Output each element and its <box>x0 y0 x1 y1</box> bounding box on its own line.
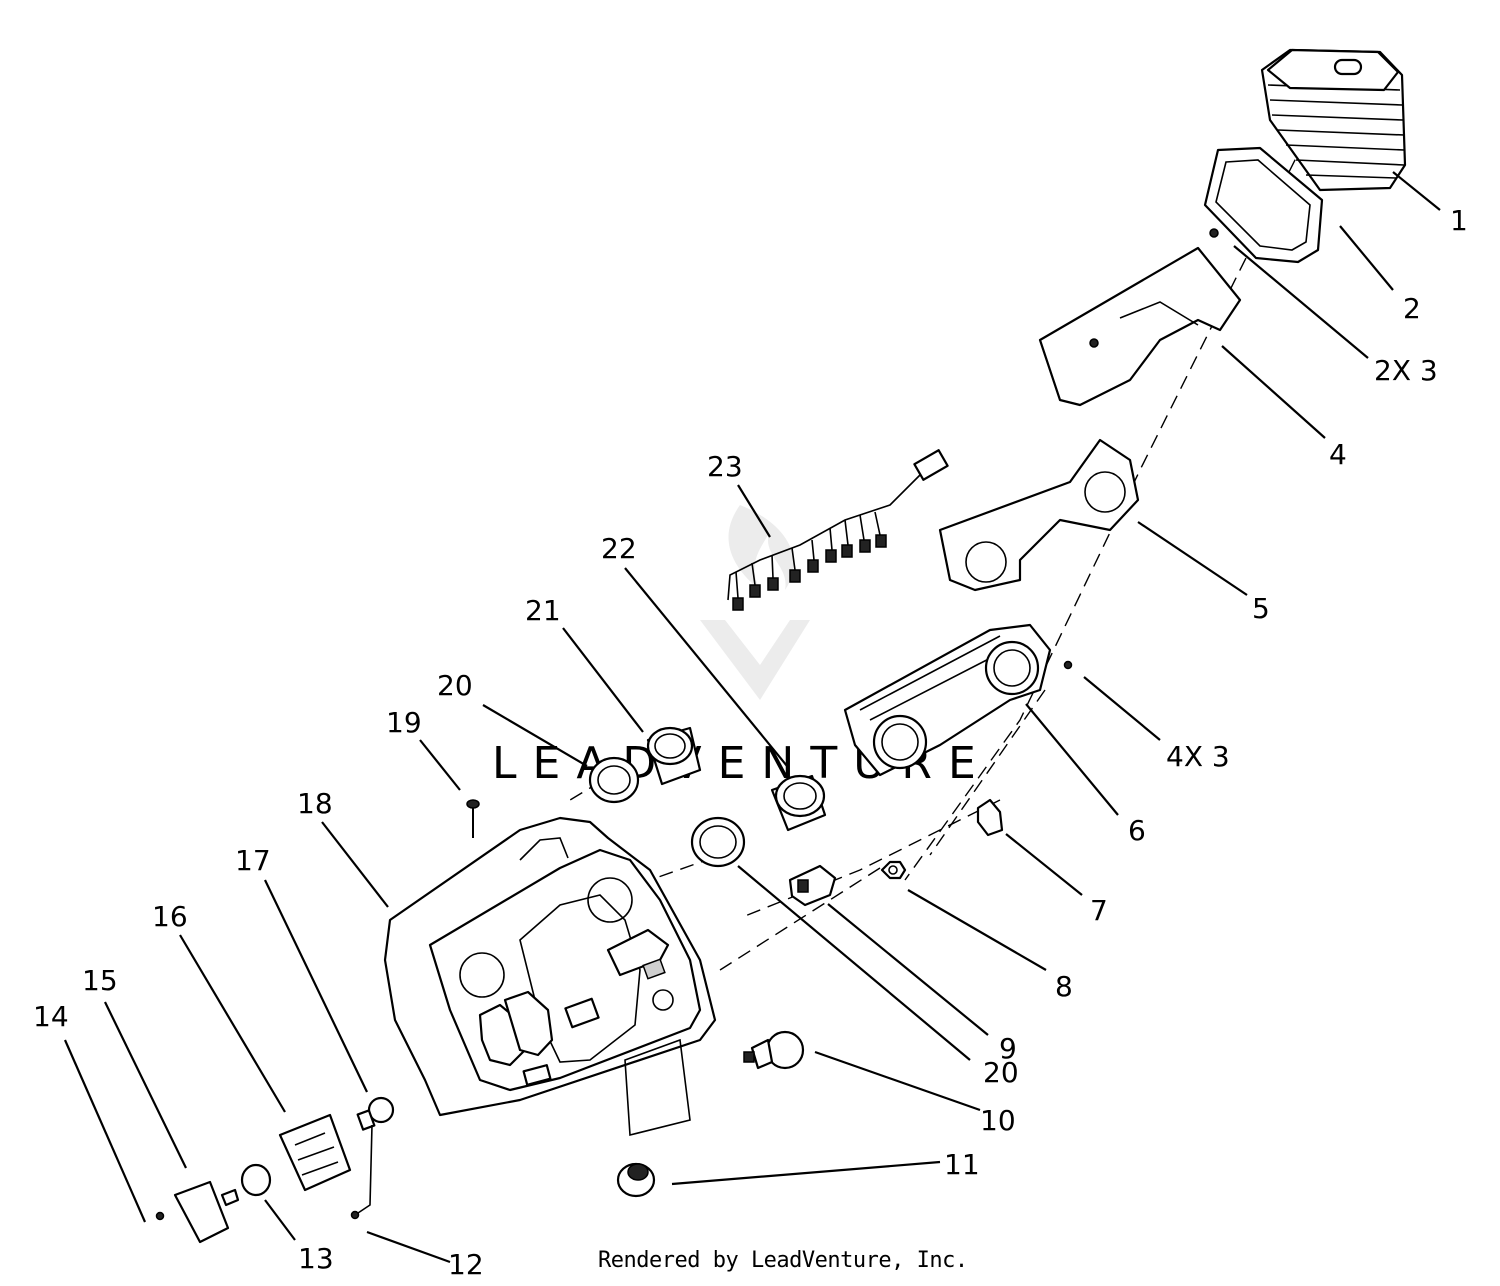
callout-7: 7 <box>1090 894 1108 927</box>
callout-10: 10 <box>980 1104 1016 1137</box>
part-11-socket <box>616 1038 691 1198</box>
callout-12: 12 <box>448 1248 484 1281</box>
part-20-ring-lower <box>690 816 746 868</box>
callout-11: 11 <box>944 1148 980 1181</box>
callout-4: 4 <box>1329 438 1347 471</box>
part-10-lamp <box>743 1030 805 1070</box>
part-17-bulb <box>354 1096 395 1216</box>
callout-18: 18 <box>297 787 333 820</box>
callout-9: 9 <box>999 1032 1017 1065</box>
part-20-ring-upper <box>588 756 640 804</box>
callout-1: 1 <box>1450 204 1468 237</box>
part-22-gauge <box>770 774 827 832</box>
callout-17: 17 <box>235 844 271 877</box>
part-12-screw <box>350 1210 360 1220</box>
callout-20-lower: 20 <box>983 1056 1019 1089</box>
callout-20-upper: 20 <box>437 669 473 702</box>
part-23-wire-harness <box>727 449 949 611</box>
part-2-gasket <box>1203 146 1324 264</box>
part-15-small-bracket <box>173 1180 240 1244</box>
part-1-boot-cover <box>1260 48 1407 192</box>
callout-4x3: 4X 3 <box>1166 740 1230 773</box>
part-9-switch <box>788 864 837 907</box>
part-6-gauge-bracket <box>843 623 1073 777</box>
callout-14: 14 <box>33 1000 69 1033</box>
callout-6: 6 <box>1128 814 1146 847</box>
callout-labels: 1 2 2X 3 4 5 4X 3 6 7 8 9 20 10 11 12 13… <box>33 204 1468 1281</box>
part-14-screw <box>155 1211 165 1221</box>
callout-2: 2 <box>1403 292 1421 325</box>
part-21-gauge <box>646 726 702 786</box>
callout-15: 15 <box>82 964 118 997</box>
callout-16: 16 <box>152 900 188 933</box>
footer-credit: Rendered by LeadVenture, Inc. <box>598 1248 968 1273</box>
part-8-nut <box>880 860 907 880</box>
part-5-decal <box>938 438 1140 592</box>
callout-5: 5 <box>1252 592 1270 625</box>
leader-lines <box>63 171 1441 1264</box>
callout-19: 19 <box>386 706 422 739</box>
part-4-plate <box>1038 246 1242 407</box>
part-7-clip <box>976 798 1004 837</box>
callout-21: 21 <box>525 594 561 627</box>
callout-22: 22 <box>601 532 637 565</box>
part-16-bracket <box>278 1113 352 1192</box>
callout-23: 23 <box>707 450 743 483</box>
callout-2x3: 2X 3 <box>1374 354 1438 387</box>
part-18-console-housing <box>383 816 717 1117</box>
part-13-lens <box>240 1163 272 1197</box>
part-3-screw-a <box>1209 228 1219 238</box>
part-19-screw <box>466 799 480 838</box>
callout-13: 13 <box>298 1242 334 1275</box>
callout-8: 8 <box>1055 970 1073 1003</box>
